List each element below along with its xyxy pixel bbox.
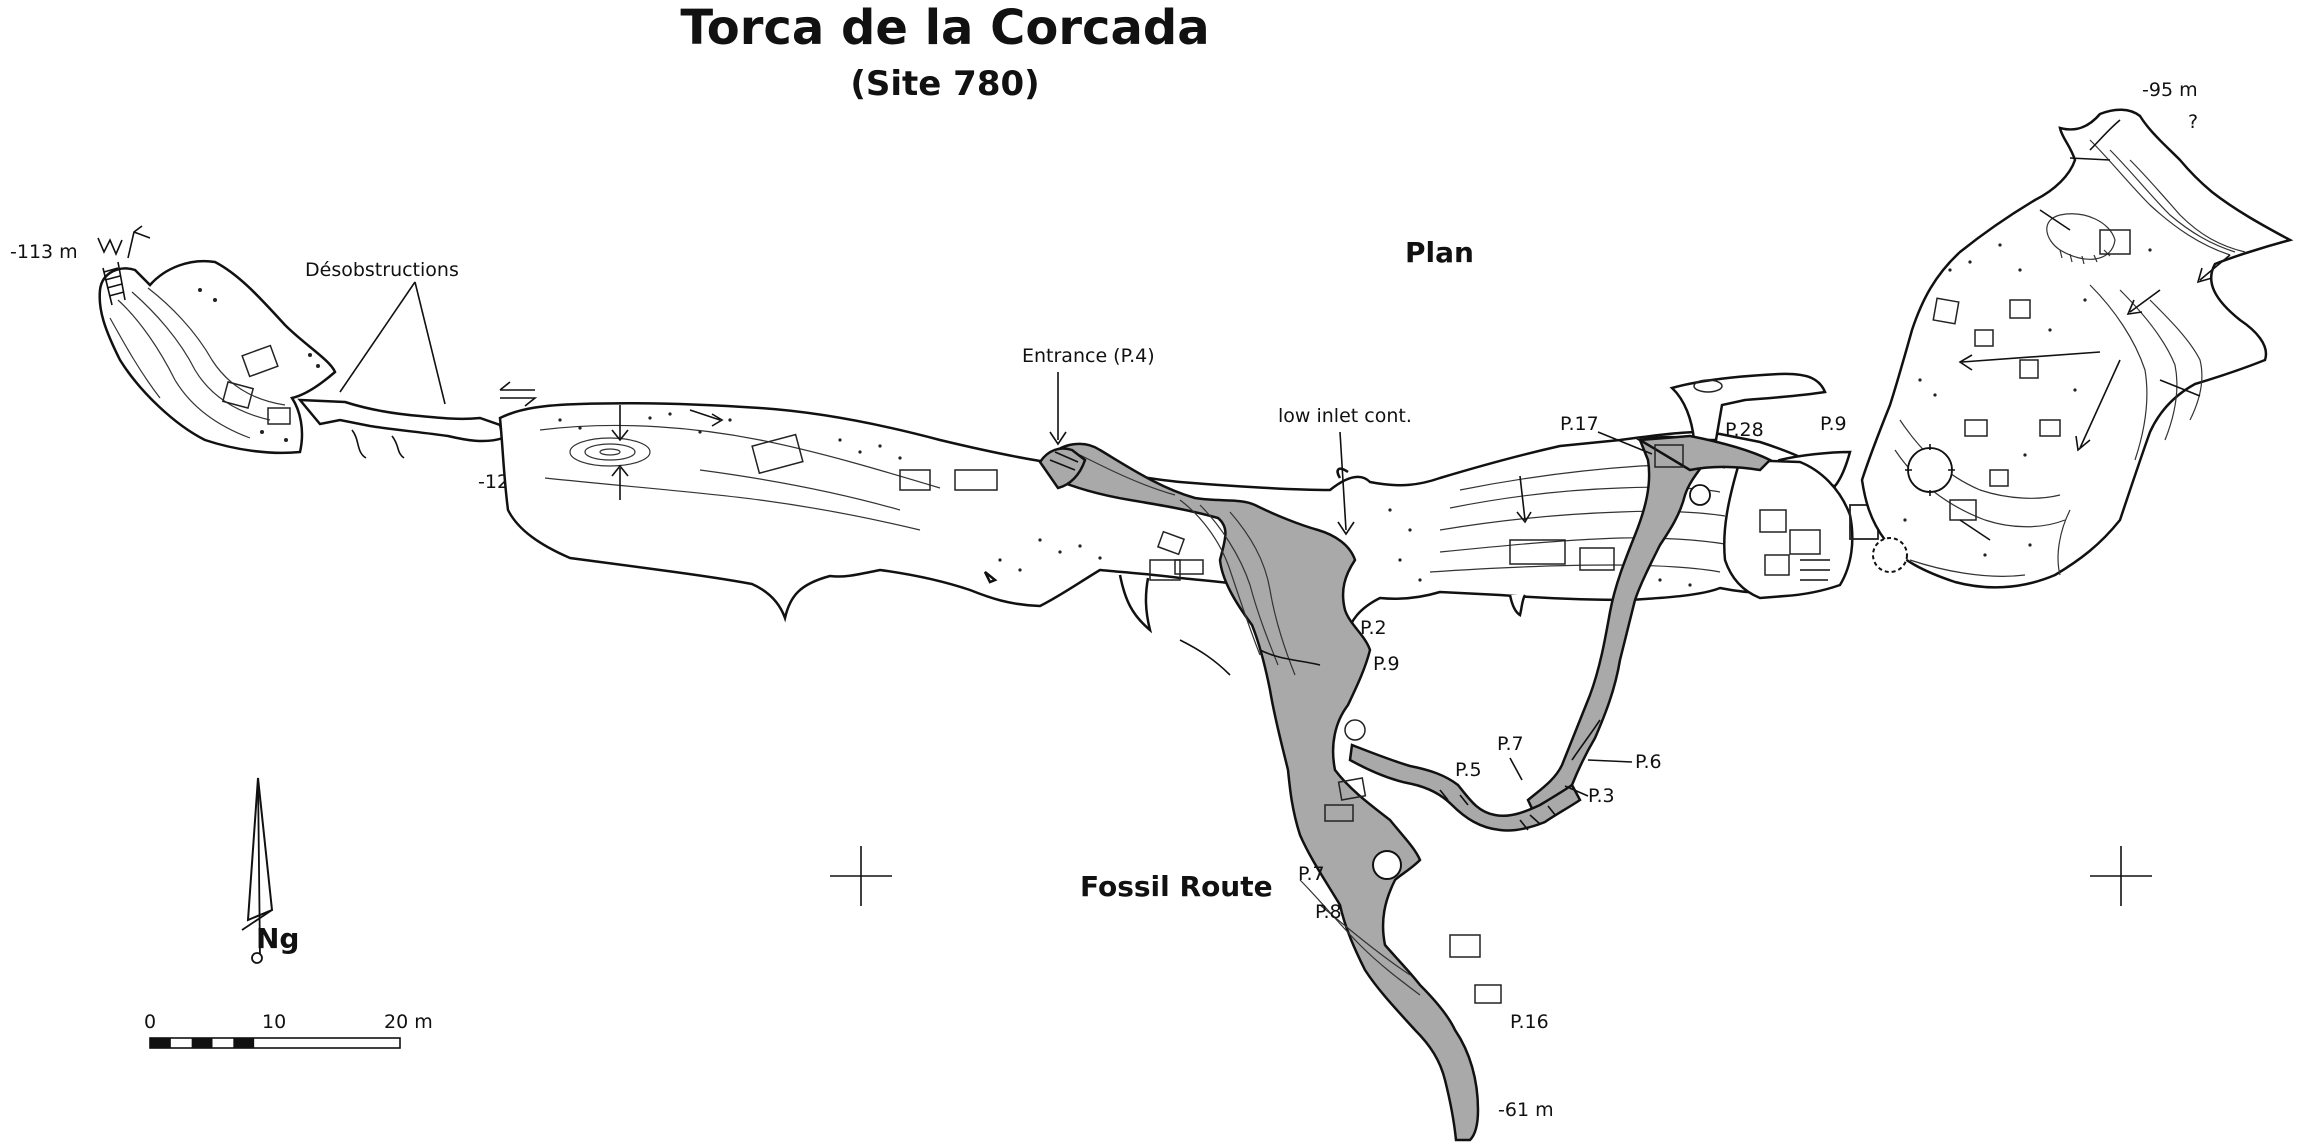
up-arrow-symbol-sump: [499, 381, 538, 407]
fossil-route: [1046, 442, 1502, 1142]
north-arrow: [241, 777, 274, 964]
scale-bar: [149, 1037, 401, 1049]
entrance-leader: [1049, 372, 1067, 446]
plan-label: Plan: [1405, 236, 1474, 269]
pitch-label-p28: P.28: [1725, 419, 1764, 441]
map-title: Torca de la Corcada: [680, 0, 1209, 56]
low-inlet-leader: [1337, 431, 1355, 536]
registration-cross-east: [2090, 846, 2152, 906]
pitch-label-p3: P.3: [1588, 785, 1615, 807]
fossil-route-label: Fossil Route: [1080, 870, 1273, 903]
map-subtitle: (Site 780): [850, 64, 1039, 104]
p3-leader: [1564, 785, 1589, 797]
scale-segment: [233, 1038, 255, 1048]
entrance-shaft: [1038, 447, 1087, 490]
up-arrow-symbol-west: [127, 225, 151, 259]
lower-loop-passage: [1348, 743, 1582, 832]
scale-tick-0: 0: [144, 1011, 156, 1033]
desobstructions-label: Désobstructions: [305, 259, 459, 281]
desobstructions-leader-1: [339, 281, 416, 393]
depth-label-south-end: -61 m: [1498, 1099, 1554, 1121]
east-side-passages: [1669, 372, 1879, 600]
east-chamber: [1860, 108, 2294, 589]
depth-label-east-end: -95 m: [2142, 79, 2198, 101]
pitch-label-p7-lower: P.7: [1298, 863, 1325, 885]
depth-label-west-end: -113 m: [10, 241, 78, 263]
depth-question-mark: ?: [2188, 111, 2198, 133]
pitch-label-p6: P.6: [1635, 751, 1662, 773]
scale-segment: [150, 1038, 171, 1048]
scale-tick-20: 20 m: [384, 1011, 433, 1033]
north-arrow-label: Ng: [256, 922, 299, 955]
scale-segment: [191, 1038, 213, 1048]
low-inlet-label: low inlet cont.: [1278, 405, 1412, 427]
pitch-label-p17: P.17: [1560, 413, 1599, 435]
pitch-label-p5: P.5: [1455, 759, 1482, 781]
west-chamber: [97, 237, 337, 455]
scale-tick-10: 10: [262, 1011, 286, 1033]
west-crawl: [297, 398, 505, 459]
p6-leader: [1587, 759, 1633, 763]
pitch-label-p8: P.8: [1315, 901, 1342, 923]
pitch-label-p16: P.16: [1510, 1011, 1549, 1033]
pitch-label-p2: P.2: [1360, 617, 1387, 639]
registration-cross-west: [830, 846, 892, 906]
pitch-label-p9: P.9: [1373, 653, 1400, 675]
pitch-label-p7-upper: P.7: [1497, 733, 1524, 755]
p7-leader: [1509, 757, 1523, 781]
pitch-label-p9-east: P.9: [1820, 413, 1847, 435]
desobstructions-leader-2: [414, 281, 446, 405]
entrance-label: Entrance (P.4): [1022, 345, 1155, 367]
p17-leader: [1597, 431, 1653, 455]
fossil-route-east: [1526, 434, 1773, 817]
